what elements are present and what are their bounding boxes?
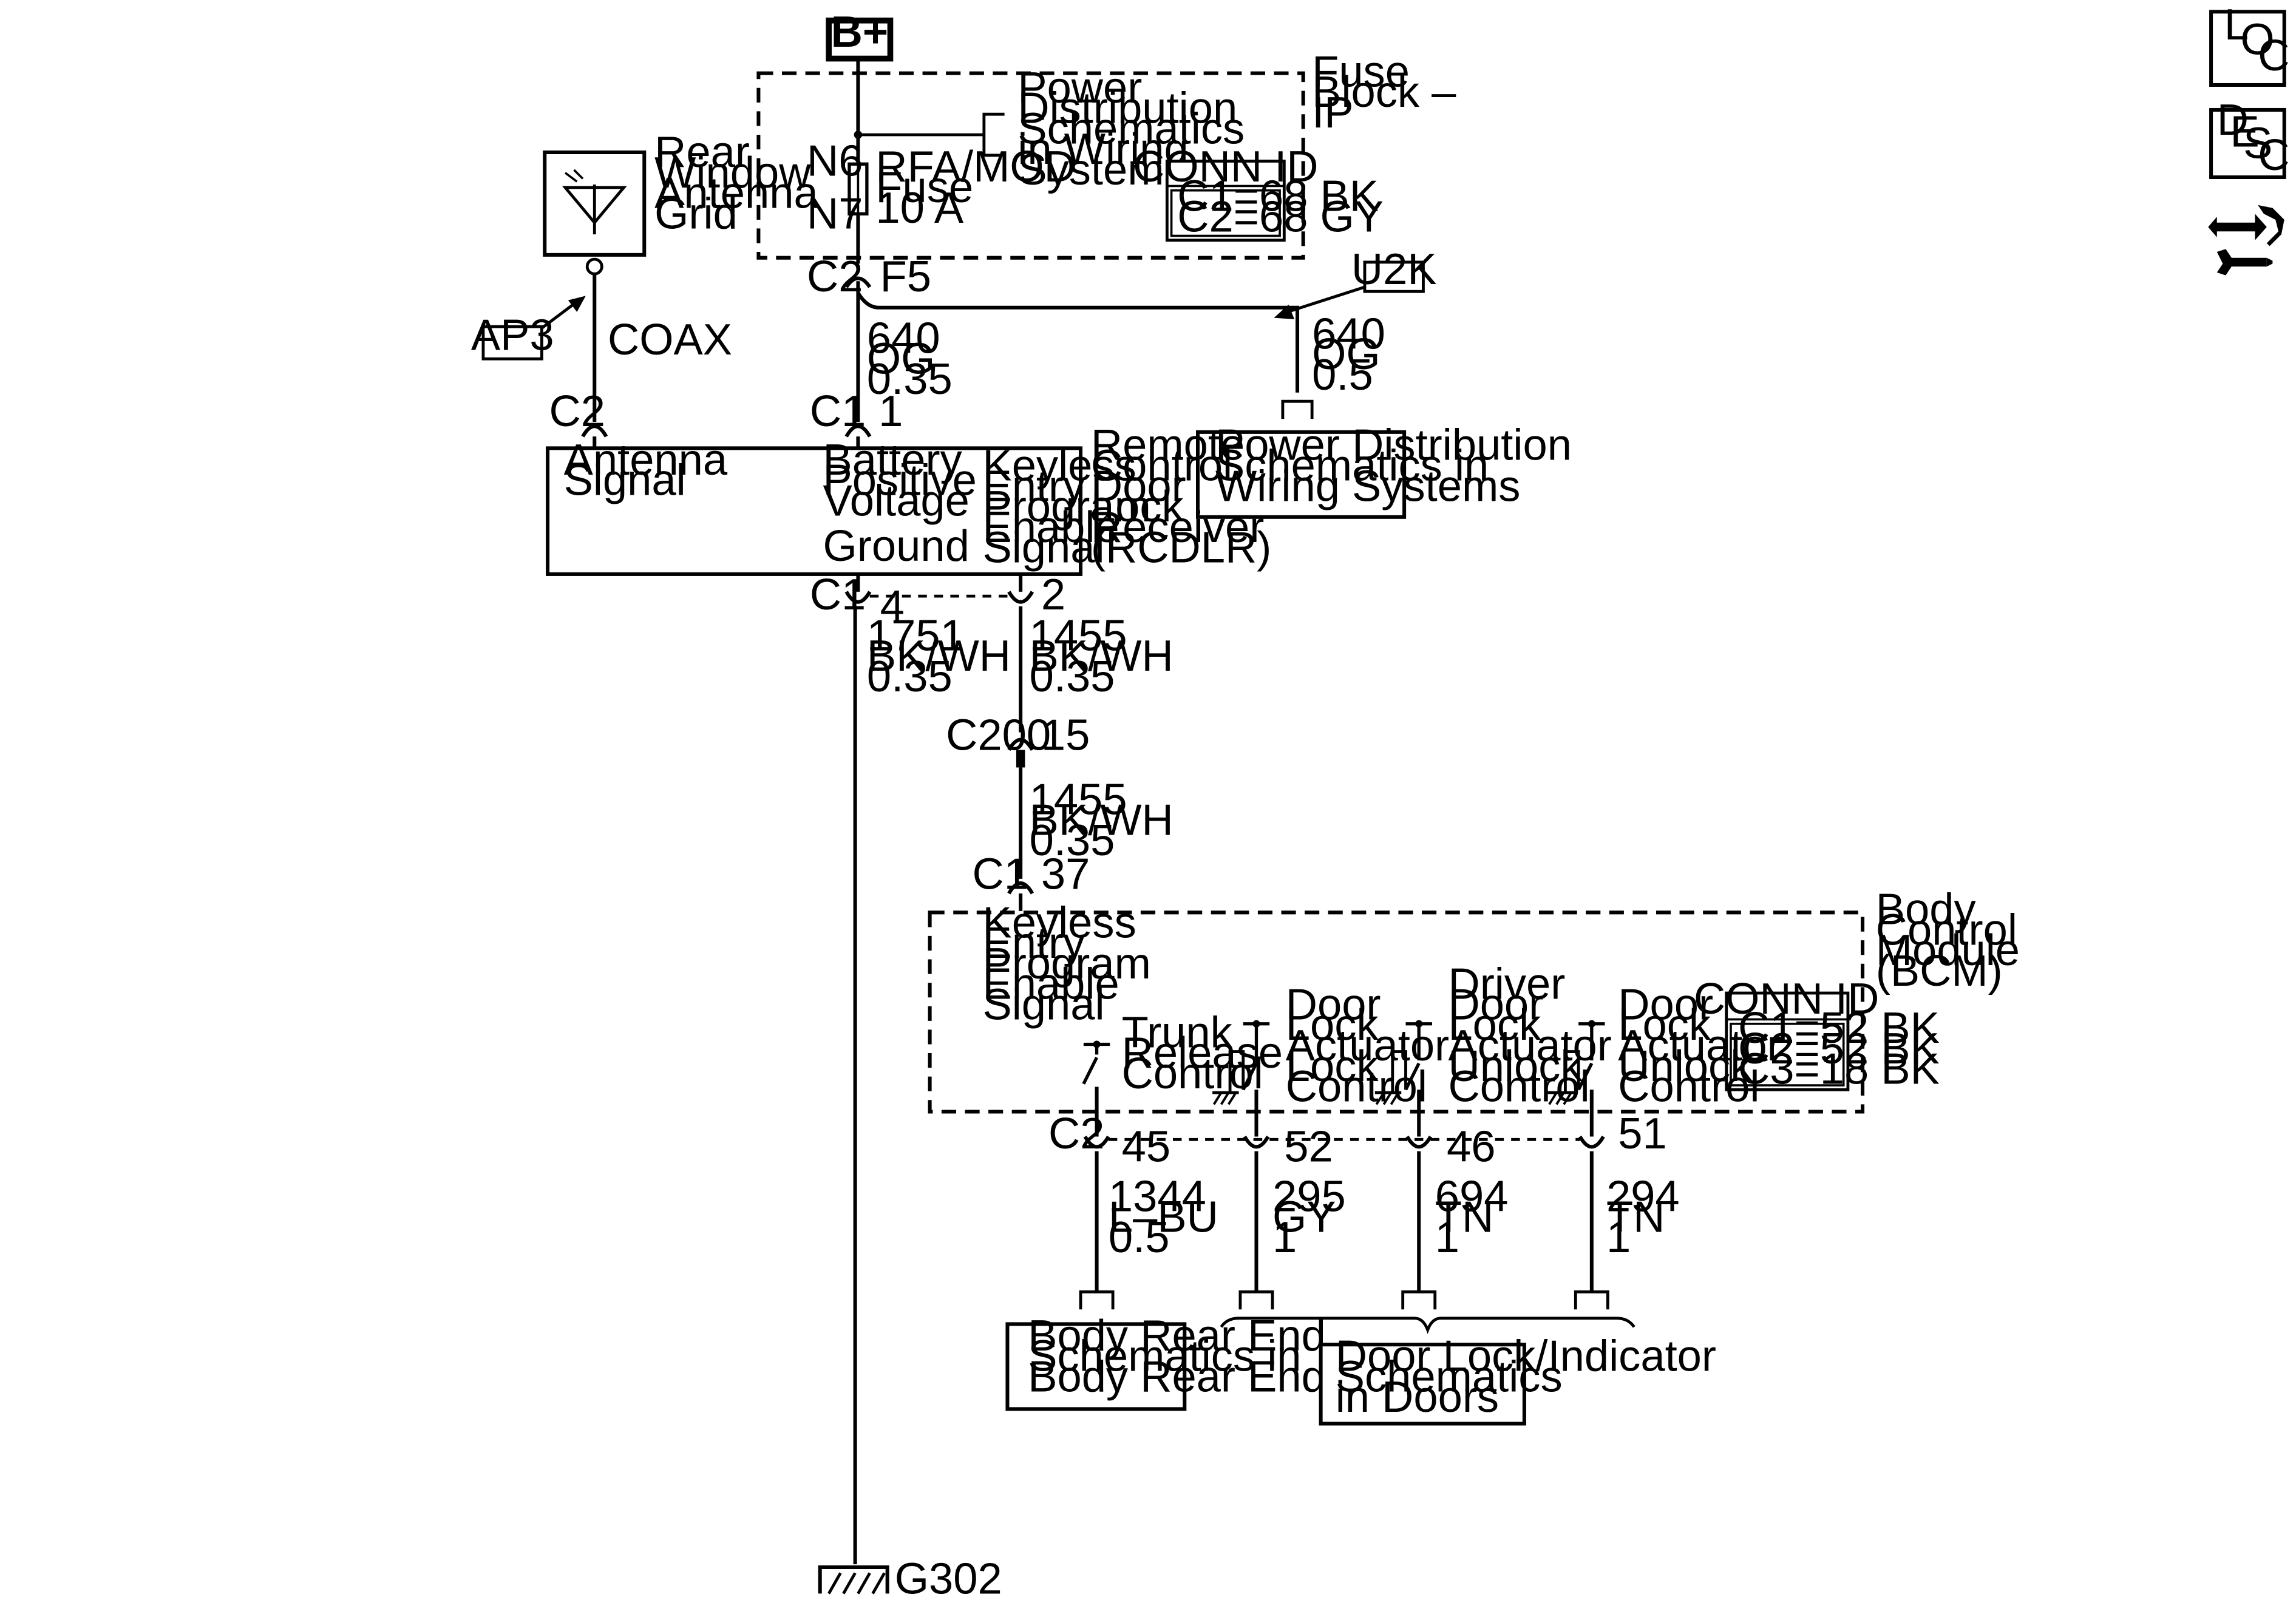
wire-1344-label: 1344 L–BU 0.5 <box>1109 1172 1231 1263</box>
body-rear-end-ref[interactable]: Body Rear End Schematics in Body Rear En… <box>1005 1311 1338 1411</box>
ground-wire-label: 1751 BK/WH 0.35 <box>867 611 1023 701</box>
fuse-pin-out: N7 <box>807 189 863 238</box>
door-unlock-label: Door Lock Actuator Unlock Control <box>1618 980 1794 1111</box>
bcm-conn-id-header: CONN ID <box>1694 974 1879 1023</box>
ap3-callout: AP3 <box>471 311 554 360</box>
fuse-conn-id-table: CONN ID C1=68 BK C2=68 GY <box>1133 142 1391 242</box>
loc-l: L <box>2224 0 2249 49</box>
c200-pin: 15 <box>1041 710 1090 759</box>
bcm-pin-46: 46 <box>1447 1122 1495 1171</box>
bcm-title: Body Control Module (BCM) <box>1876 885 2032 995</box>
bcm-output-door-lock: Door Lock Actuator Lock Control <box>1212 980 1462 1137</box>
u2k-branch: U2K 640 OG 0.5 Power Distribution Schema… <box>1195 245 1584 519</box>
rcdlr-module: C1 1 Antenna Signal Battery Positive Vol… <box>546 387 1277 631</box>
desc-s: S <box>2243 119 2272 168</box>
b-plus-label: B+ <box>831 7 888 56</box>
rcdlr-in-pin: 1 <box>878 387 903 436</box>
fuse-label: RFA/MOD Fuse 10 A <box>875 142 1088 232</box>
b-plus-source: B+ <box>826 7 894 62</box>
bcm-output-connectors: C2 45 52 46 51 <box>1048 1109 1667 1171</box>
desc-e: E <box>2230 107 2259 156</box>
wire-694-label: 694 TN 1 <box>1435 1172 1521 1263</box>
chassis-ground-icon <box>1212 1091 1239 1105</box>
trunk-release-label: Trunk Release Control <box>1122 1008 1296 1098</box>
desc-d: D <box>2217 95 2249 144</box>
fuse-block-title: Fuse Block – IP <box>1312 47 1468 137</box>
bcm-pin-51: 51 <box>1618 1109 1666 1158</box>
u2k-callout: U2K <box>1351 245 1437 294</box>
rcdlr-signal-pin: 2 <box>1041 570 1065 619</box>
svg-text:Body Rear End Schematics: Body Rear End Schematics in Body Rear En… <box>1028 1311 1338 1402</box>
fuse-conn-id-header: CONN ID <box>1133 142 1318 191</box>
bcm-conn-id-table: CONN ID C1=52 BK C2=52 BK C3=18 BK <box>1694 974 1952 1094</box>
ground-point-label: G302 <box>895 1554 1002 1603</box>
fuse-output-connector: C2 F5 <box>807 252 931 301</box>
fuse-out-connector-label: C2 <box>807 252 863 301</box>
bcm-pin-52: 52 <box>1284 1122 1333 1171</box>
svg-text:Door Lock/Indicator Sche: Door Lock/Indicator Schematics in Doors <box>1336 1332 1728 1422</box>
rear-window-antenna: Rear Window Antenna Grid COAX AP3 C2 <box>471 127 830 438</box>
rcdlr-title: Remote Control Door Lock Receiver (RCDLR… <box>1091 421 1277 572</box>
desc-button[interactable]: D E S C <box>2209 95 2290 180</box>
wire-295-label: 295 GY 1 <box>1272 1172 1358 1263</box>
antenna-grid-icon <box>562 169 627 235</box>
loc-o: O <box>2240 15 2274 64</box>
bcm-out-connector: C2 <box>1048 1109 1104 1158</box>
bcm-in-connector: C1 <box>973 850 1028 899</box>
door-lock-brace <box>1220 1317 1635 1334</box>
door-lock-indicator-ref[interactable]: Door Lock/Indicator Schematics in Doors <box>1319 1332 1729 1426</box>
loc-c: C <box>2258 31 2289 80</box>
bcm-keyless-signal: Keyless Entry Program Enable Signal <box>982 898 1163 1029</box>
driver-unlock-label: Driver Door Lock Actuator Unlock Control <box>1448 960 1624 1111</box>
feed-wire-label: 640 OG 0.35 <box>867 314 953 404</box>
rcdlr-out-connector: C1 <box>810 570 866 619</box>
signal-wire-upper-label: 1455 BK/WH 0.35 <box>1030 611 1186 701</box>
fuse-conn-id-values: C1=68 BK C2=68 GY <box>1177 171 1391 241</box>
loc-button[interactable]: L O C <box>2209 0 2290 87</box>
rcdlr-ground: Ground <box>823 521 970 571</box>
rcdlr-battery-voltage: Battery Positive Voltage <box>823 435 989 526</box>
ground-symbol: G302 <box>818 1554 1002 1603</box>
signal-wire-lower-label: 1455 BK/WH 0.35 <box>1030 775 1186 866</box>
antenna-title: Rear Window Antenna Grid <box>654 127 830 238</box>
rcdlr-antenna-signal: Antenna Signal <box>564 435 740 505</box>
wire-294-label: 294 TN 1 <box>1606 1172 1692 1263</box>
fuse-out-pin-label: F5 <box>880 252 931 301</box>
u2k-wire-label: 640 OG 0.5 <box>1312 309 1398 399</box>
bcm-pin-45: 45 <box>1122 1122 1170 1171</box>
bcm-conn-id-values: C1=52 BK C2=52 BK C3=18 BK <box>1738 1003 1952 1094</box>
fuse-pin-in: N6 <box>807 137 863 186</box>
bcm-module: Keyless Entry Program Enable Signal Body… <box>928 885 2032 1137</box>
coax-label: COAX <box>608 315 732 364</box>
c200-inline-connector: C200 15 <box>946 710 1090 768</box>
rcdlr-keyless-signal: Keyless Entry Program Enable Signal <box>982 441 1163 572</box>
bcm-output-door-unlock: Door Lock Actuator Unlock Control <box>1547 980 1794 1137</box>
power-distribution-ref[interactable]: Power Distribution Schematics in Wiring … <box>1017 63 1257 194</box>
c200-label: C200 <box>946 710 1051 759</box>
desc-c: C <box>2258 131 2289 180</box>
antenna-connector-label: C2 <box>549 387 605 436</box>
door-lock-label: Door Lock Actuator Lock Control <box>1286 980 1462 1111</box>
chassis-ground-icon <box>1547 1091 1574 1105</box>
u2k-ref-box[interactable]: Power Distribution Schematics in Wiring … <box>1215 421 1584 511</box>
bcm-output-wires: 1344 L–BU 0.5 295 GY 1 694 TN 1 294 TN 1 <box>1079 1151 1692 1310</box>
rcdlr-in-connector: C1 <box>810 387 866 436</box>
rcdlr-ground-pin: 4 <box>880 581 905 631</box>
bcm-output-trunk-release: Trunk Release Control <box>1082 1008 1296 1137</box>
bcm-in-pin: 37 <box>1041 850 1090 899</box>
connector-wrench-icon[interactable] <box>2208 205 2284 276</box>
fuse-symbol <box>847 162 869 215</box>
fuse-block: Fuse Block – IP Power Distribution Schem… <box>756 47 1468 264</box>
chassis-ground-icon <box>1374 1091 1402 1105</box>
